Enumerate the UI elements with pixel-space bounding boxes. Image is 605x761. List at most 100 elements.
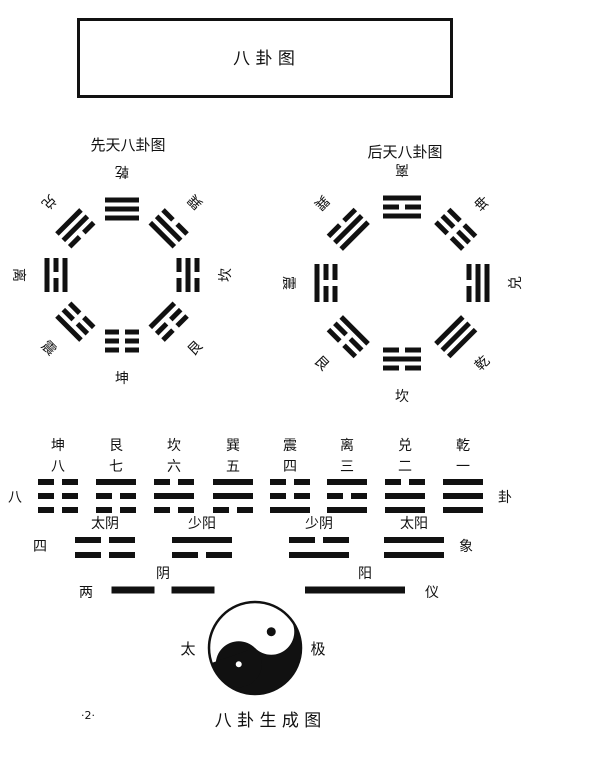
bagua-name: 巽 xyxy=(226,438,240,454)
yin-line-right xyxy=(171,586,215,594)
trigram-label: 巽 xyxy=(185,191,206,212)
bagua-number: 六 xyxy=(167,459,181,475)
bagua-number: 二 xyxy=(398,459,412,475)
yin-line-right xyxy=(67,301,82,315)
yin-line-left xyxy=(405,347,421,353)
trigram-label: 震 xyxy=(280,276,296,290)
trigram-label: 坤 xyxy=(115,371,129,387)
yin-line-left xyxy=(96,507,112,513)
yin-line-right xyxy=(105,329,119,335)
sixiang-bigram: 太阴 xyxy=(75,516,135,558)
yin-line-left xyxy=(175,314,189,328)
yin-line-right xyxy=(326,327,342,343)
sixiang-name: 太阴 xyxy=(91,516,119,532)
trigram-label: 坎 xyxy=(395,389,409,405)
sixiang-label-left: 四 xyxy=(33,539,47,555)
page-title: 八 卦 图 xyxy=(233,49,295,69)
yang-line xyxy=(55,208,83,236)
yang-line xyxy=(384,552,444,558)
liangyi-name: 阴 xyxy=(156,566,170,582)
trigram xyxy=(314,264,338,302)
trigram-label: 坎 xyxy=(218,268,234,282)
yang-line xyxy=(213,493,253,499)
trigram xyxy=(105,329,139,353)
yin-line-left xyxy=(176,258,182,272)
yin-line-right xyxy=(161,328,175,342)
yang-line xyxy=(443,493,483,499)
yang-line xyxy=(105,206,139,212)
yang-line xyxy=(270,507,310,513)
yang-line xyxy=(384,537,444,543)
bagua-label-right: 卦 xyxy=(498,490,512,506)
page-number: ·2· xyxy=(81,709,95,722)
yin-line-right xyxy=(61,307,75,322)
liangyi-line: 阴 xyxy=(111,566,215,594)
yin-line-left xyxy=(172,552,198,558)
trigram xyxy=(383,195,421,219)
sixiang-bigram: 少阴 xyxy=(289,516,349,558)
yang-line xyxy=(62,258,68,292)
yang-line xyxy=(475,264,481,302)
trigram xyxy=(326,315,370,359)
yin-line-right xyxy=(62,493,78,499)
yang-line xyxy=(434,315,465,346)
yin-line-right xyxy=(105,347,119,353)
bagua-number: 三 xyxy=(340,459,354,475)
yin-line-right xyxy=(405,204,421,210)
sixiang-name: 太阳 xyxy=(400,516,428,532)
yin-line-right xyxy=(323,537,349,543)
yin-line-left xyxy=(385,479,401,485)
yin-line-left xyxy=(38,507,54,513)
bagua-trigram: 兑二 xyxy=(385,438,425,513)
bagua-number: 四 xyxy=(283,459,297,475)
liangyi-line: 阳 xyxy=(305,566,405,594)
yang-line xyxy=(154,493,194,499)
trigram xyxy=(326,207,370,251)
yang-line xyxy=(172,537,232,543)
yin-line-right xyxy=(62,479,78,485)
bagua-trigram: 乾一 xyxy=(443,438,483,513)
trigram-label: 乾 xyxy=(472,353,493,374)
liangyi-name: 阳 xyxy=(358,566,372,582)
yin-line-left xyxy=(82,315,96,330)
yin-line-left xyxy=(38,493,54,499)
trigram xyxy=(383,347,421,371)
caption: 八 卦 生 成 图 xyxy=(215,711,322,731)
yin-line-right xyxy=(351,493,367,499)
yin-line-right xyxy=(176,278,182,292)
yang-line xyxy=(443,479,483,485)
yang-line xyxy=(148,301,177,330)
yin-line-left xyxy=(440,214,456,229)
yin-line-left xyxy=(466,264,472,280)
yang-line xyxy=(333,214,364,245)
yin-line-right xyxy=(178,479,194,485)
trigram-label: 兑 xyxy=(508,276,524,290)
houtian-title: 后天八卦图 xyxy=(367,143,442,161)
yang-line xyxy=(385,493,425,499)
yin-line-left xyxy=(326,223,342,239)
yin-line-right xyxy=(383,347,399,353)
bagua-name: 坤 xyxy=(51,438,65,454)
trigram-label: 艮 xyxy=(311,353,332,374)
yin-line-left xyxy=(348,337,364,352)
bagua-name: 震 xyxy=(283,438,297,454)
bagua-number: 一 xyxy=(456,459,470,475)
yang-line xyxy=(446,327,478,359)
bagua-trigram: 艮七 xyxy=(96,438,136,513)
yang-line xyxy=(105,197,139,203)
sixiang-label-right: 象 xyxy=(459,539,473,555)
yin-line-right xyxy=(194,278,200,292)
yin-line-left xyxy=(383,204,399,210)
yin-line-right xyxy=(466,286,472,302)
yin-line-right xyxy=(237,507,253,513)
yang-line xyxy=(185,258,191,292)
yang-line xyxy=(383,213,421,219)
yin-line-right xyxy=(332,264,338,280)
trigram xyxy=(148,208,189,249)
yin-line-right xyxy=(456,229,471,245)
yang-line xyxy=(327,479,367,485)
bagua-number: 八 xyxy=(51,459,65,475)
yin-line-right xyxy=(206,552,232,558)
yang-line xyxy=(383,356,421,362)
